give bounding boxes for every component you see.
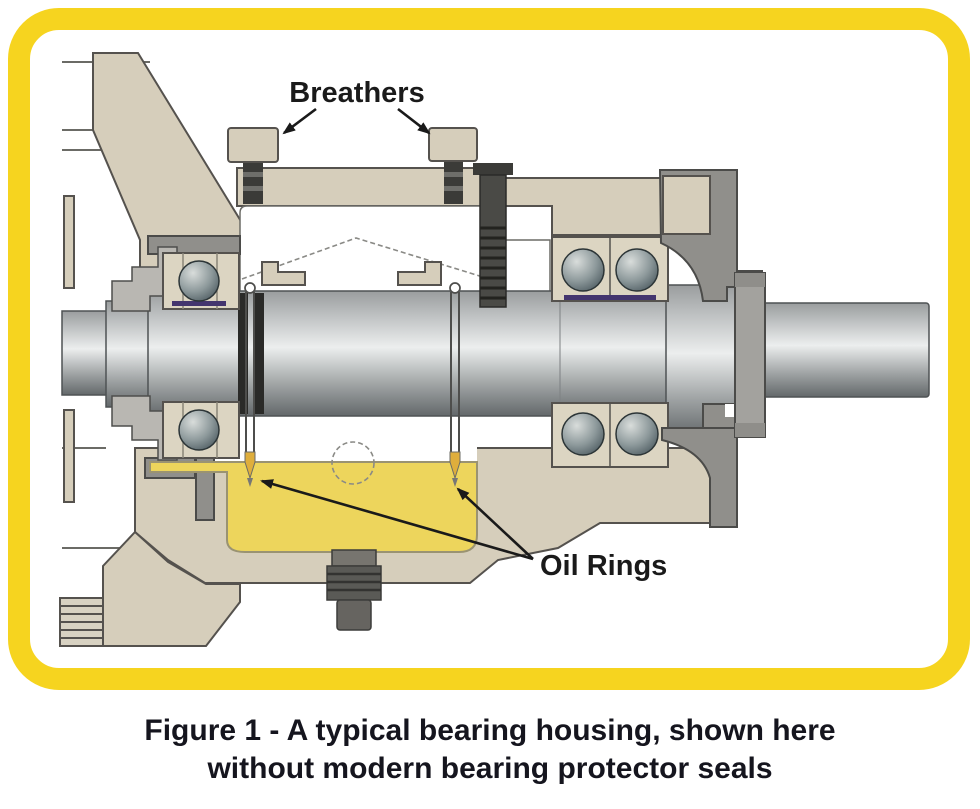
breather-stem [444, 160, 463, 204]
shaft-segment [61, 310, 109, 396]
figure-caption-line2: without modern bearing protector seals [206, 752, 772, 785]
bearing-ball [615, 412, 659, 456]
bearing-seal-line [172, 301, 226, 306]
oil-rings-label: Oil Rings [540, 550, 667, 582]
figure-caption-line1: Figure 1 - A typical bearing housing, sh… [144, 714, 835, 747]
oil-ring-left [244, 282, 256, 487]
oil-ring-guide-left [261, 261, 306, 286]
breather-arrow-right [397, 107, 431, 135]
breather-stem [243, 160, 263, 204]
breather-left [227, 127, 279, 204]
thin-plate [63, 409, 75, 503]
collar-step [735, 273, 765, 287]
shaft-segment [105, 300, 151, 408]
shaft [61, 284, 930, 438]
collar-step [735, 423, 765, 437]
breather-cap [428, 127, 478, 162]
oil-ring-arrow-left [260, 479, 534, 561]
oil-ring-right [449, 282, 461, 487]
bearing-diagram: Breathers Oil Rings [59, 52, 930, 647]
bearing-ball [178, 409, 220, 451]
bearing-ball [561, 248, 605, 292]
fixing-bolt [473, 163, 513, 308]
oil-mist-cavity [239, 205, 551, 293]
bearing-seal-line [564, 295, 656, 300]
breather-cap [227, 127, 279, 163]
seal-gland-lower [111, 395, 178, 461]
end-cover-lower [661, 427, 738, 528]
bearing-ball [178, 260, 220, 302]
oil-ring-guide-right [397, 261, 442, 286]
right-bearing [551, 236, 669, 468]
bearing-ball [615, 248, 659, 292]
shaft-groove [254, 293, 264, 414]
breather-right [428, 127, 478, 204]
oil-ring-arrow-right [456, 487, 534, 560]
left-bearing [162, 252, 240, 459]
bearing-ball [561, 412, 605, 456]
shaft-segment [147, 290, 669, 417]
drain-plug [326, 549, 382, 631]
thin-plate [63, 195, 75, 289]
hatch-lines [60, 605, 104, 639]
oil-sump [149, 461, 478, 553]
shaft-collar [734, 272, 766, 438]
sight-plug-dashed-circle [331, 441, 375, 485]
breather-arrow-left [282, 107, 317, 135]
breathers-label: Breathers [289, 77, 424, 109]
shaft-groove [238, 293, 248, 414]
housing-foot [102, 530, 241, 647]
end-cover-inset [662, 175, 711, 235]
seal-gland-upper [111, 246, 178, 312]
